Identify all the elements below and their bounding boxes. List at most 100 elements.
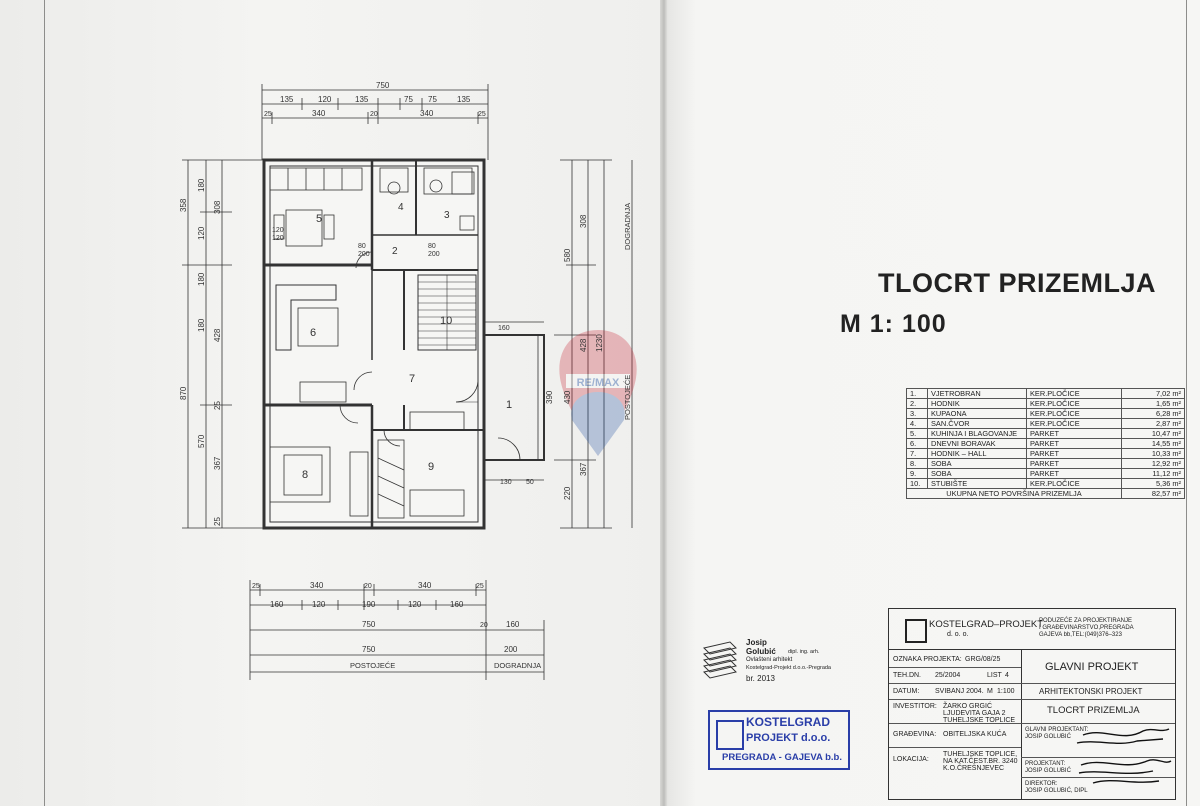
room-number: 10.	[906, 478, 928, 489]
dim-bot-r1-5: 25	[476, 583, 484, 590]
sheet-scale: M 1: 100	[840, 310, 947, 338]
dim-left-9: 25	[213, 401, 222, 410]
room-floor: KER.PLOČICE	[1026, 398, 1122, 409]
room-name: VJETROBRAN	[927, 388, 1027, 399]
title-block-desc-1: PODUZEĆE ZA PROJEKTIRANJE	[1039, 618, 1133, 624]
room-num-8: 8	[302, 469, 308, 481]
tehdn-value: 25/2004	[935, 672, 961, 679]
total-label: UKUPNA NETO POVRŠINA PRIZEMLJA	[906, 488, 1122, 499]
room-number: 3.	[906, 408, 928, 419]
dim-bot-r4-b: 200	[504, 645, 518, 654]
room-name: STUBIŠTE	[927, 478, 1027, 489]
room-name: HODNIK	[927, 398, 1027, 409]
dim-right-2: 580	[563, 248, 572, 262]
architect-stamp-graphic	[703, 641, 737, 679]
room-num-4: 4	[398, 202, 404, 213]
datum-label: DATUM:	[893, 688, 920, 695]
lokacija-label: LOKACIJA:	[893, 756, 929, 763]
room-area: 10,33 m²	[1121, 448, 1185, 459]
dim-top-2: 120	[318, 95, 332, 104]
dim-bot-r2-1: 160	[270, 600, 284, 609]
architect-title: dipl. ing. arh.	[788, 649, 820, 655]
oznaka-value: GRG/08/25	[965, 656, 1001, 663]
dim-right-1: 308	[579, 214, 588, 228]
room-floor: KER.PLOČICE	[1026, 408, 1122, 419]
room-area: 10,47 m²	[1121, 428, 1185, 439]
room-number: 9.	[906, 468, 928, 479]
room-name: SOBA	[927, 458, 1027, 469]
dim-top-r2-3: 20	[370, 111, 378, 118]
dim-left-7: 428	[213, 328, 222, 342]
architect-line-2: Kostelgrad-Projekt d.o.o.-Pregrada	[746, 665, 831, 671]
floor-plan-drawing: RE/MAX 750 135 120 135 75 75 135 25 340 …	[179, 81, 637, 680]
dim-bot-r4-a: 750	[362, 645, 376, 654]
room-area: 5,36 m²	[1121, 478, 1185, 489]
sheet-title: TLOCRT PRIZEMLJA	[878, 268, 1156, 298]
dim-bot-r2-4: 120	[408, 600, 422, 609]
projektant-name: JOSIP GOLUBIĆ	[1025, 768, 1071, 774]
dim-left-2: 180	[197, 178, 206, 192]
company-stamp: KOSTELGRAD PROJEKT d.o.o. PREGRADA - GAJ…	[708, 710, 850, 770]
room-num-7: 7	[409, 373, 415, 385]
room-num-6: 6	[310, 327, 316, 339]
room-number: 2.	[906, 398, 928, 409]
room-area: 11,12 m²	[1121, 468, 1185, 479]
right-margin-line	[1186, 0, 1187, 806]
glavni-projektant-label: GLAVNI PROJEKTANT:	[1025, 727, 1089, 733]
dim-top-1: 135	[280, 95, 294, 104]
dim-left-1: 358	[179, 198, 188, 212]
dim-left-6: 180	[197, 318, 206, 332]
label-postojece-bottom: POSTOJEĆE	[350, 661, 395, 670]
dim-left-5: 180	[197, 272, 206, 286]
dim-bot-r3-b: 160	[506, 620, 520, 629]
company-stamp-line-3: PREGRADA - GAJEVA b.b.	[722, 752, 842, 763]
room-floor: PARKET	[1026, 458, 1122, 469]
dim-left-3: 308	[213, 200, 222, 214]
direktor-name: JOSIP GOLUBIĆ, DIPL	[1025, 788, 1088, 794]
total-area: 82,57 m²	[1121, 488, 1185, 499]
dim-right-4: 428	[579, 338, 588, 352]
room-floor: PARKET	[1026, 428, 1122, 439]
dim-inner-4: 200	[358, 251, 370, 258]
watermark-text: RE/MAX	[577, 377, 620, 389]
dim-left-11: 367	[213, 456, 222, 470]
room-name: SOBA	[927, 468, 1027, 479]
dim-bot-r2-2: 120	[312, 600, 326, 609]
dim-inner-1: 120	[272, 227, 284, 234]
list-value: 4	[1005, 672, 1009, 679]
room-area: 14,55 m²	[1121, 438, 1185, 449]
dim-top-r2-1: 25	[264, 111, 272, 118]
remax-watermark-logo	[559, 330, 637, 456]
dim-top-4: 75	[404, 95, 413, 104]
label-dogradnja-bottom: DOGRADNJA	[494, 661, 541, 670]
room-num-5: 5	[316, 213, 322, 225]
room-num-3: 3	[444, 210, 450, 221]
dim-inner-porch3: 50	[526, 479, 534, 486]
oznaka-label: OZNAKA PROJEKTA:	[893, 656, 962, 663]
room-name: KUPAONA	[927, 408, 1027, 419]
dim-right-8: 220	[563, 486, 572, 500]
architect-name-2: Golubić	[746, 647, 776, 656]
title-block-desc-3: GAJEVA bb,TEL:(049)376–323	[1039, 632, 1122, 638]
gradevina-label: GRAĐEVINA:	[893, 731, 937, 738]
dim-inner-2: 120	[272, 235, 284, 242]
dim-right-3: 1230	[595, 334, 604, 352]
tehdn-label: TEH.DN.	[893, 672, 921, 679]
mjerilo-label: M	[987, 688, 993, 695]
dim-left-10: 570	[197, 434, 206, 448]
room-area: 7,02 m²	[1121, 388, 1185, 399]
room-floor: KER.PLOČICE	[1026, 478, 1122, 489]
architect-name-1: Josip	[746, 638, 767, 647]
dim-top-3: 135	[355, 95, 369, 104]
glavni-projektant-name: JOSIP GOLUBIĆ	[1025, 734, 1071, 740]
dim-bot-r1-3: 20	[364, 583, 372, 590]
dim-left-8: 870	[179, 386, 188, 400]
company-logo-icon	[905, 619, 927, 643]
left-margin-line	[44, 0, 45, 806]
dim-left-12: 25	[213, 517, 222, 526]
